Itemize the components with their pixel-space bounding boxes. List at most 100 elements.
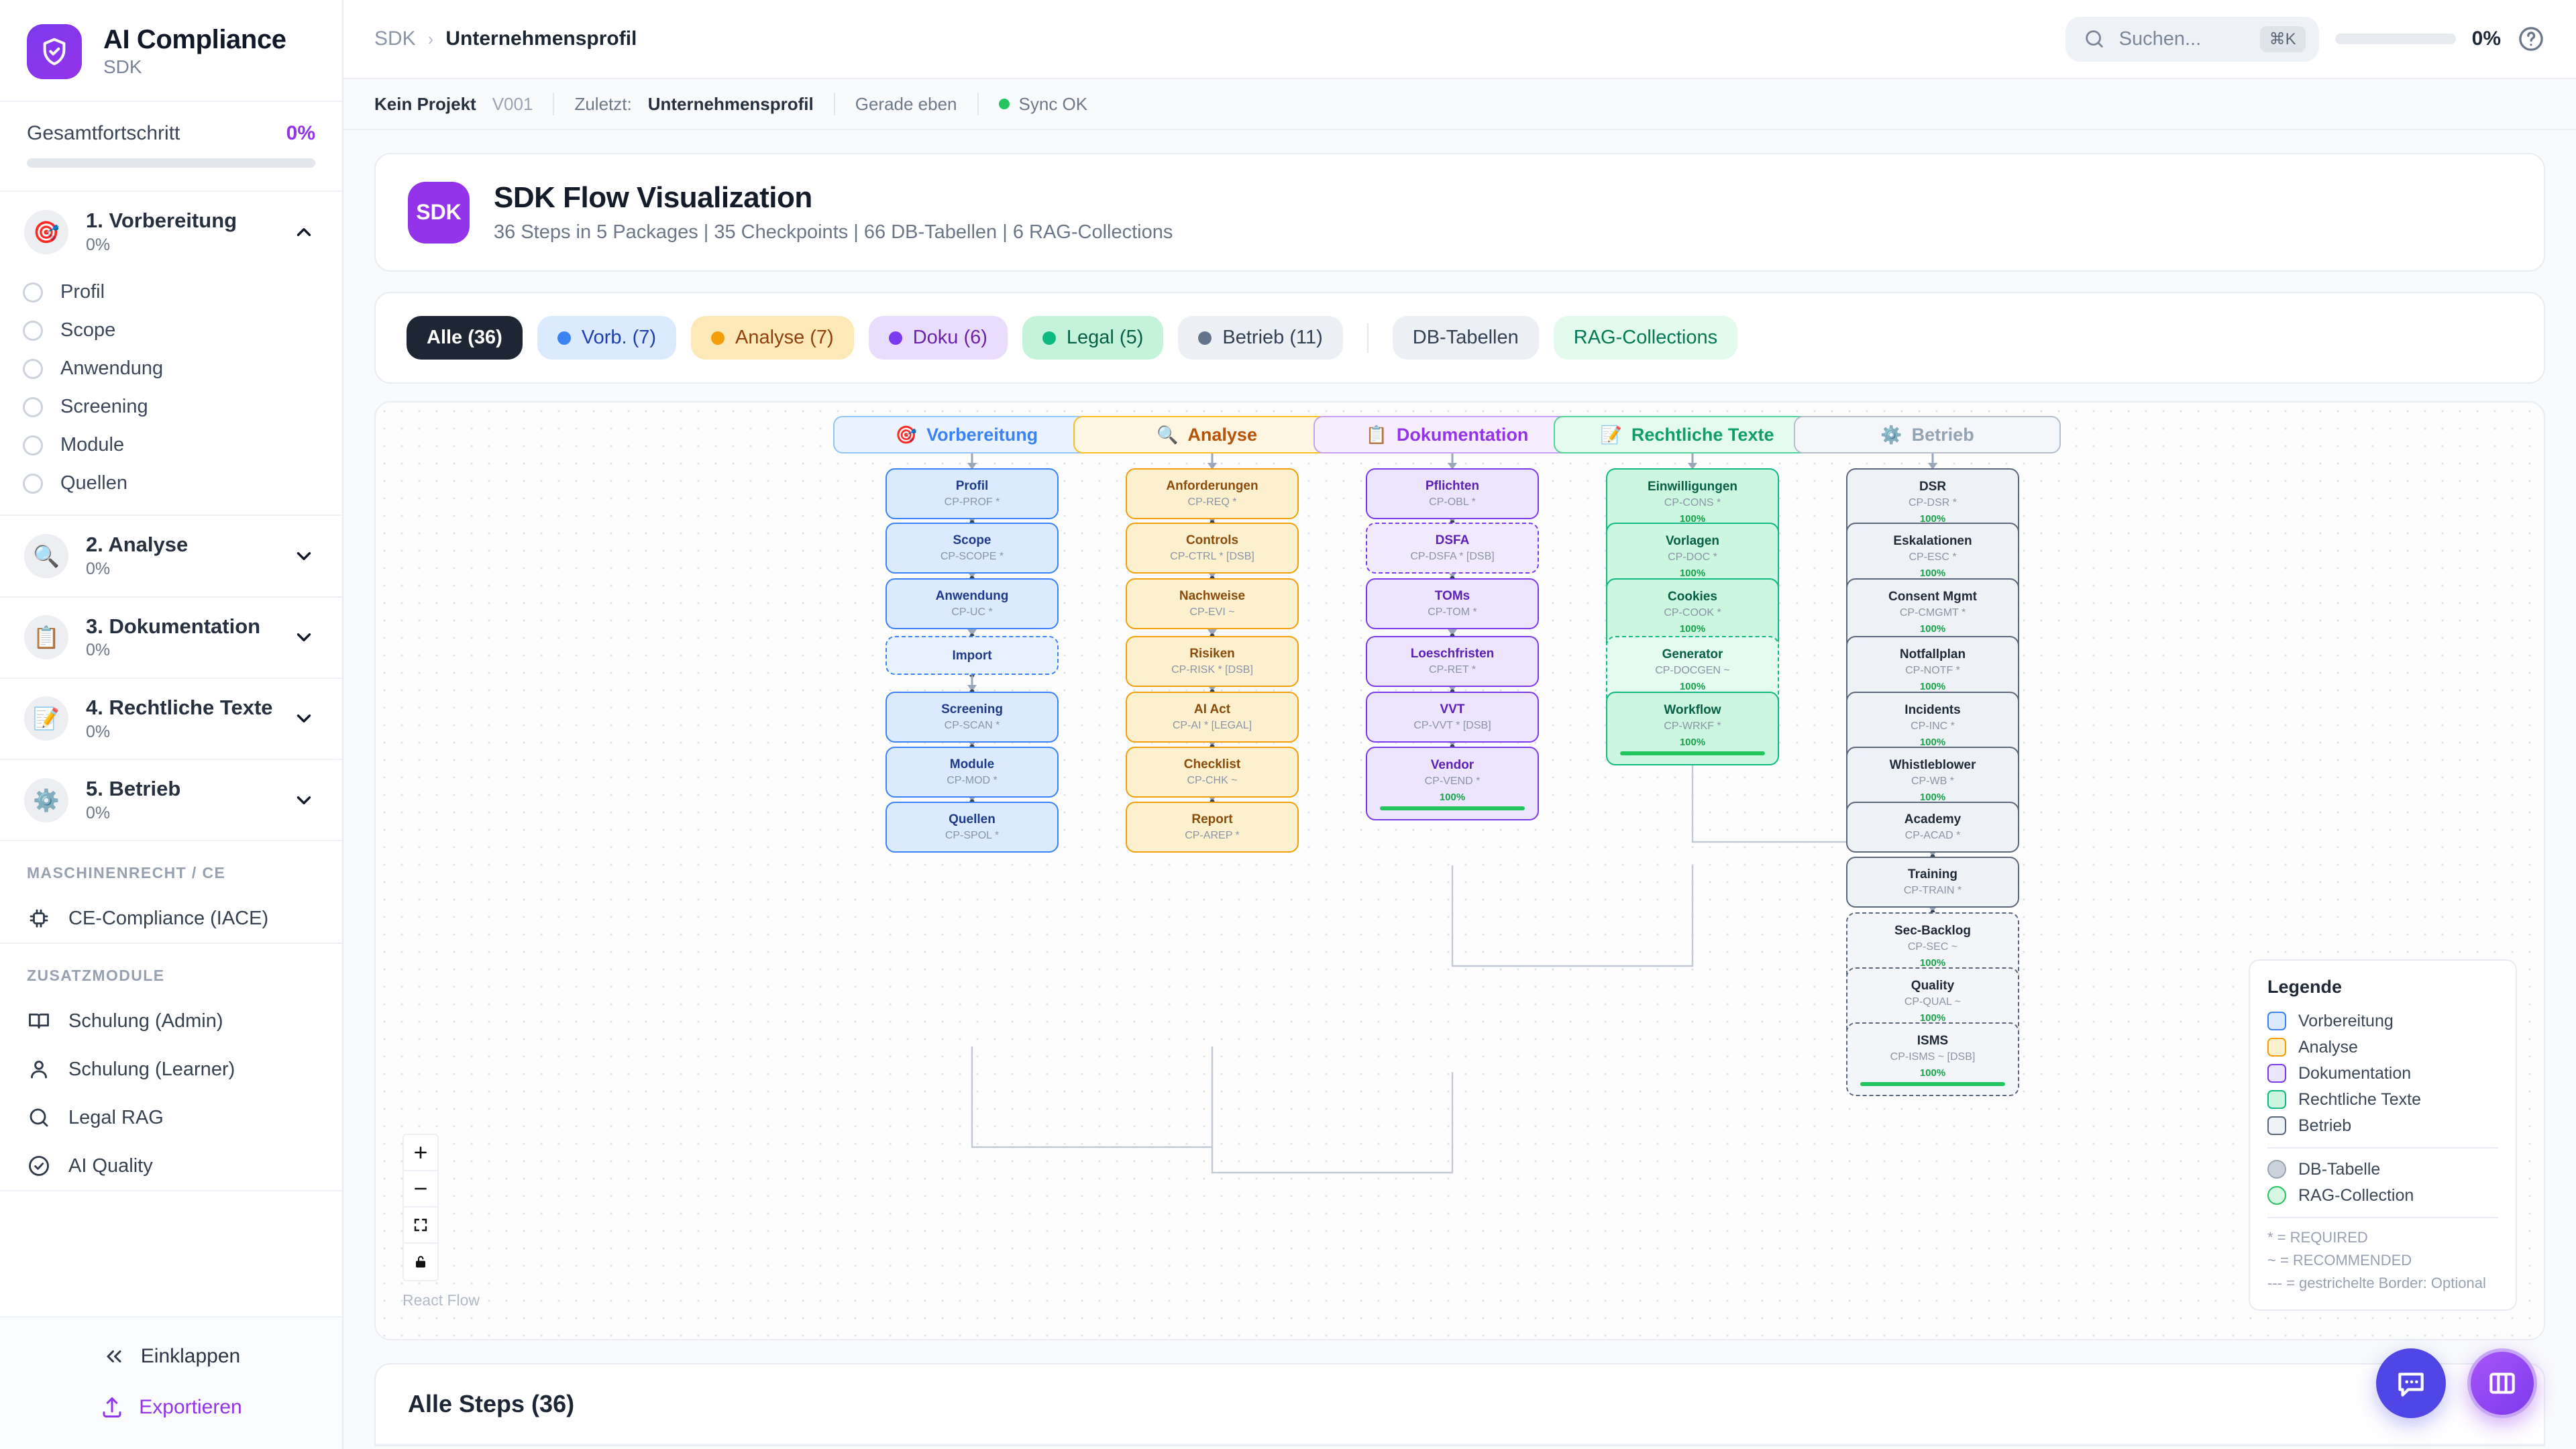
plus-icon	[415, 1146, 427, 1159]
group-label: Analyse	[1187, 424, 1257, 445]
step-status-radio[interactable]	[23, 473, 43, 494]
brand-header[interactable]: AI Compliance SDK	[0, 0, 342, 102]
group-label: Dokumentation	[1396, 424, 1529, 445]
filter-pill-rag-collections[interactable]: RAG-Collections	[1553, 316, 1738, 360]
node-checkpoint: CP-DOC *	[1668, 551, 1717, 563]
meta-divider-1	[553, 93, 555, 115]
shield-check-icon	[27, 24, 82, 79]
legend-swatch	[2267, 1116, 2286, 1136]
filter-pill-doku-6[interactable]: Doku (6)	[868, 316, 1008, 360]
export-button[interactable]: Exportieren	[0, 1382, 342, 1433]
filter-pill-betrieb-11[interactable]: Betrieb (11)	[1178, 316, 1343, 360]
sidebar-item-schulung-admin[interactable]: Schulung (Admin)	[0, 997, 342, 1045]
sidebar-item-label: Quellen	[60, 472, 127, 494]
search-input[interactable]: Suchen... ⌘K	[2065, 16, 2319, 62]
flow-canvas[interactable]: 🎯Vorbereitung🔍Analyse📋Dokumentation📝Rech…	[374, 401, 2545, 1340]
flow-controls[interactable]	[402, 1134, 439, 1281]
legend-row-betrieb: Betrieb	[2267, 1113, 2498, 1139]
legend-row-rechtliche-texte: Rechtliche Texte	[2267, 1087, 2498, 1113]
flow-group-vorbereitung: 🎯Vorbereitung	[833, 416, 1100, 453]
filter-pill-alle-36[interactable]: Alle (36)	[407, 316, 523, 360]
breadcrumb-root[interactable]: SDK	[374, 28, 416, 50]
fit-view-button[interactable]	[404, 1208, 437, 1244]
filter-pill-vorb-7[interactable]: Vorb. (7)	[537, 316, 677, 360]
node-title: Loeschfristen	[1410, 647, 1495, 661]
group-label: Betrieb	[1911, 424, 1974, 445]
chat-fab[interactable]	[2376, 1348, 2446, 1418]
legend-note: --- = gestrichelte Border: Optional	[2267, 1274, 2486, 1291]
node-title: TOMs	[1434, 589, 1470, 604]
node-checkpoint: CP-CMGMT *	[1899, 606, 1966, 619]
filter-divider	[1366, 323, 1368, 353]
node-progress-value: 100%	[1919, 737, 1946, 749]
node-progress-value: 100%	[1679, 568, 1706, 580]
node-title: Incidents	[1904, 702, 1961, 717]
step-status-radio[interactable]	[23, 396, 43, 417]
filter-pill-legal-5[interactable]: Legal (5)	[1022, 316, 1164, 360]
node-checkpoint: CP-INC *	[1911, 720, 1955, 732]
breadcrumb-current: Unternehmensprofil	[445, 28, 637, 50]
sidebar-item-anwendung[interactable]: Anwendung	[0, 350, 342, 388]
sidebar-item-ce-compliance-iace[interactable]: CE-Compliance (IACE)	[0, 894, 342, 943]
sidebar-item-quellen[interactable]: Quellen	[0, 464, 342, 502]
node-progress-value: 100%	[1679, 623, 1706, 635]
node-checkpoint: CP-AI * [LEGAL]	[1172, 719, 1252, 731]
step-status-radio[interactable]	[23, 435, 43, 455]
step-status-radio[interactable]	[23, 320, 43, 341]
zoom-out-button[interactable]	[404, 1171, 437, 1208]
zoom-in-button[interactable]	[404, 1135, 437, 1171]
sidebar-item-legal-rag[interactable]: Legal RAG	[0, 1093, 342, 1142]
meta-last-label: Zuletzt:	[574, 93, 632, 114]
phase-emoji-icon: 📋	[24, 615, 68, 660]
phase-name: 2. Analyse	[86, 533, 189, 557]
legend-note: * = REQUIRED	[2267, 1228, 2368, 1246]
sidebar-item-screening[interactable]: Screening	[0, 388, 342, 426]
step-status-radio[interactable]	[23, 358, 43, 379]
step-status-radio[interactable]	[23, 282, 43, 303]
filter-pill-analyse-7[interactable]: Analyse (7)	[691, 316, 854, 360]
overall-progress-value: 0%	[286, 122, 315, 144]
panel-fab[interactable]	[2467, 1348, 2537, 1418]
sidebar-item-profil[interactable]: Profil	[0, 273, 342, 311]
sidebar-item-module[interactable]: Module	[0, 426, 342, 464]
lock-button[interactable]	[404, 1244, 437, 1280]
filter-pill-db-tabellen[interactable]: DB-Tabellen	[1392, 316, 1539, 360]
collapse-sidebar-button[interactable]: Einklappen	[0, 1331, 342, 1382]
sidebar-item-ai-quality[interactable]: AI Quality	[0, 1142, 342, 1190]
sidebar-item-schulung-learner[interactable]: Schulung (Learner)	[0, 1045, 342, 1093]
node-checkpoint: CP-SPOL *	[945, 829, 1000, 841]
meta-version: V001	[492, 93, 533, 114]
sidebar-item-label: Profil	[60, 281, 105, 303]
flow-node-import[interactable]: Import	[885, 636, 1059, 676]
chevron-up-icon	[297, 227, 311, 236]
sidebar-item-scope[interactable]: Scope	[0, 311, 342, 350]
